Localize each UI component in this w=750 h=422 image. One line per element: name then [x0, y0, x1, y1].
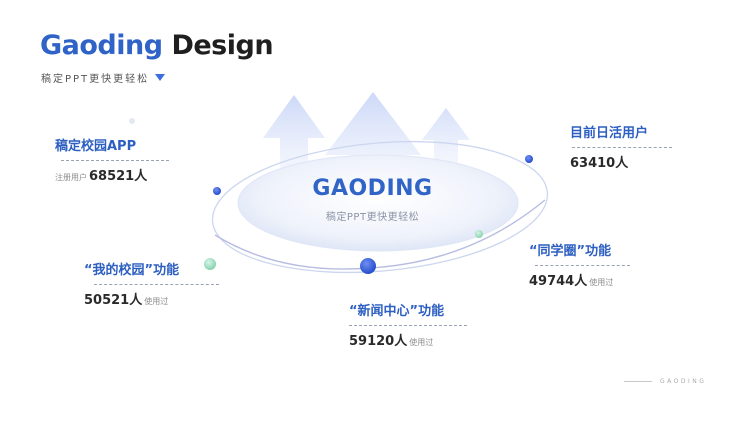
divider: [349, 325, 467, 326]
stat-label: “我的校园”功能: [84, 263, 180, 278]
center-subtitle: 稿定PPT更快更轻松: [325, 212, 420, 223]
center-title: GAODING: [312, 176, 433, 201]
divider: [94, 284, 219, 285]
orbit-dot: [213, 187, 221, 195]
center-disc: [237, 154, 519, 252]
orbit-dot: [129, 118, 135, 124]
arrow-up-icon: [325, 92, 421, 210]
stat-my-campus: “我的校园”功能 50521人 使用过: [84, 259, 219, 308]
stat-value: 68521人: [89, 169, 148, 184]
stat-label: 目前日活用户: [570, 126, 649, 141]
stat-value: 49744人: [529, 274, 588, 289]
orbit-ring-outer: [211, 140, 549, 274]
stat-note: 注册用户: [55, 173, 87, 182]
arrow-up-icon: [263, 95, 325, 200]
divider: [572, 147, 672, 148]
stat-value: 50521人: [84, 293, 143, 308]
brand-name: Gaoding: [40, 30, 163, 61]
stat-value: 63410人: [570, 156, 629, 171]
footer: GAODING: [624, 378, 706, 385]
stat-label: 稿定校园APP: [55, 139, 137, 154]
orbit-dot: [360, 258, 376, 274]
divider: [535, 265, 630, 266]
stat-note: 使用过: [144, 297, 169, 306]
stat-classmates-circle: “同学圈”功能 49744人 使用过: [529, 240, 630, 289]
page-title: Gaoding Design: [40, 30, 274, 61]
stat-news-center: “新闻中心”功能 59120人 使用过: [349, 300, 467, 349]
triangle-down-icon: [155, 74, 166, 81]
divider: [61, 160, 169, 161]
orbit-dot: [475, 230, 483, 238]
footer-text: GAODING: [660, 378, 707, 385]
stat-label: “新闻中心”功能: [349, 304, 445, 319]
stat-label: “同学圈”功能: [529, 244, 612, 259]
stat-registered-users: 稿定校园APP 注册用户 68521人: [55, 135, 169, 184]
orbit-dot: [525, 155, 533, 163]
stat-note: 使用过: [409, 338, 434, 347]
stat-value: 59120人: [349, 334, 408, 349]
stat-note: 使用过: [589, 278, 614, 287]
title-rest: Design: [162, 30, 274, 61]
subtitle-text: 稿定PPT更快更轻松: [41, 74, 150, 85]
page-subtitle: 稿定PPT更快更轻松: [41, 70, 166, 85]
orbit-dot: [204, 258, 216, 270]
stat-daily-active-users: 目前日活用户 63410人: [570, 122, 672, 171]
footer-line: [624, 381, 652, 382]
